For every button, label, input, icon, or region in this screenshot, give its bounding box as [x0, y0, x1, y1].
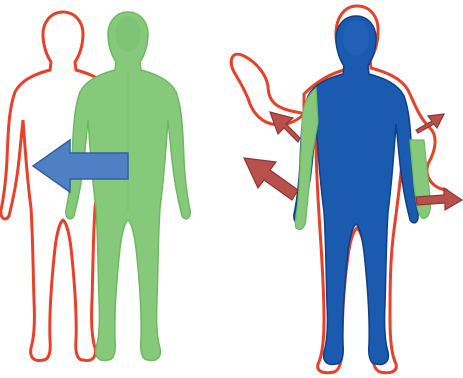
right-blue-body — [294, 16, 431, 365]
arrow-up-left-icon — [244, 158, 298, 200]
arrow-up-left-icon — [270, 112, 300, 142]
head-shading — [115, 16, 141, 52]
left-green-body — [66, 12, 190, 361]
head-shading — [343, 20, 369, 56]
green-arm-left — [295, 88, 318, 230]
